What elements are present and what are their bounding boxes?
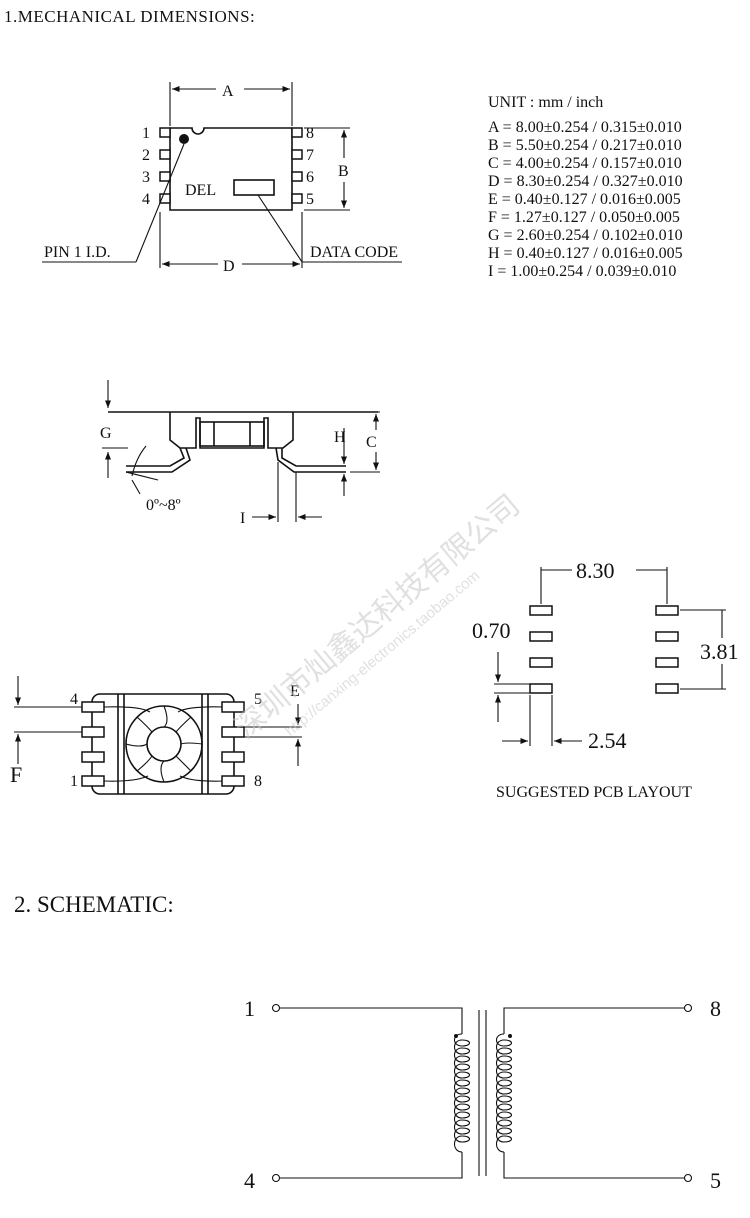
top-pin-label: 3: [142, 169, 150, 186]
dim-h-label: H: [334, 429, 346, 446]
polarity-dot-icon: [508, 1034, 512, 1038]
top-pin-label: 1: [142, 125, 150, 142]
pcb-layout: 8.30 3.81 0.70 2.54 SUGGESTED PCB LAYOUT: [472, 558, 739, 801]
top-pin-label: 5: [306, 191, 314, 208]
bottom-pin-4-label: 4: [70, 691, 78, 708]
angle-label: 0º~8º: [146, 497, 181, 514]
unit-row-a: A = 8.00±0.254 / 0.315±0.010: [488, 119, 682, 136]
bottom-pin-1-label: 1: [70, 773, 78, 790]
pcb-layout-caption: SUGGESTED PCB LAYOUT: [496, 784, 692, 801]
unit-row-c: C = 4.00±0.254 / 0.157±0.010: [488, 155, 682, 172]
pcb-span-label: 8.30: [576, 558, 615, 583]
side-view: G 0º~8º C H I: [100, 380, 380, 527]
top-pin-label: 2: [142, 147, 150, 164]
unit-row-i: I = 1.00±0.254 / 0.039±0.010: [488, 263, 676, 280]
schematic-pin-1: 1: [244, 996, 255, 1021]
top-pin-label: 7: [306, 147, 314, 164]
primary-coil-icon: [453, 1033, 471, 1153]
pin1-dot-icon: [179, 134, 189, 144]
unit-row-d: D = 8.30±0.254 / 0.327±0.010: [488, 173, 683, 190]
unit-row-f: F = 1.27±0.127 / 0.050±0.005: [488, 209, 680, 226]
top-view-right-pads: [291, 127, 303, 204]
bottom-view: 4 1 5 8 F E: [10, 676, 302, 795]
terminal-icon: [683, 1003, 693, 1013]
unit-row-e: E = 0.40±0.127 / 0.016±0.005: [488, 191, 681, 208]
unit-row-b: B = 5.50±0.254 / 0.217±0.010: [488, 137, 682, 154]
mechanical-dimensions-title: 1.MECHANICAL DIMENSIONS:: [4, 7, 255, 26]
data-code-label: DATA CODE: [310, 244, 398, 261]
pcb-pad-height-label: 0.70: [472, 618, 511, 643]
data-code-box: [233, 179, 275, 196]
unit-header: UNIT : mm / inch: [488, 94, 603, 111]
dim-c-label: C: [366, 434, 377, 451]
schematic: 1 4 8 5: [244, 996, 721, 1193]
top-pin-label: 6: [306, 169, 314, 186]
terminal-icon: [271, 1003, 281, 1013]
toroid-winding-icon: [125, 705, 203, 783]
secondary-coil-icon: [495, 1033, 513, 1153]
schematic-title: 2. SCHEMATIC:: [14, 892, 174, 917]
dim-i-label: I: [240, 510, 245, 527]
terminal-icon: [683, 1173, 693, 1183]
dim-b-label: B: [338, 163, 349, 180]
pcb-pad-width-label: 2.54: [588, 728, 627, 753]
part-marking: DEL: [185, 182, 216, 199]
top-pin-label: 8: [306, 125, 314, 142]
unit-row-g: G = 2.60±0.254 / 0.102±0.010: [488, 227, 683, 244]
unit-table: UNIT : mm / inch A = 8.00±0.254 / 0.315±…: [488, 94, 683, 280]
dim-a-label: A: [222, 83, 234, 100]
dim-g-label: G: [100, 425, 112, 442]
unit-row-h: H = 0.40±0.127 / 0.016±0.005: [488, 245, 683, 262]
schematic-pin-5: 5: [710, 1168, 721, 1193]
schematic-pin-8: 8: [710, 996, 721, 1021]
top-pin-label: 4: [142, 191, 150, 208]
dim-d-label: D: [223, 258, 235, 275]
dim-f-label: F: [10, 762, 22, 787]
top-view: 1 2 3 4 8 7 6 5 DEL A B D PIN 1 I.D.: [42, 82, 402, 275]
schematic-pin-4: 4: [244, 1168, 255, 1193]
bottom-pin-8-label: 8: [254, 773, 262, 790]
top-view-left-pads: [159, 127, 171, 204]
terminal-icon: [271, 1173, 281, 1183]
pin1-id-label: PIN 1 I.D.: [44, 244, 111, 261]
dim-e-label: E: [290, 683, 300, 700]
pcb-pitch-label: 3.81: [700, 639, 739, 664]
bottom-pin-5-label: 5: [254, 691, 262, 708]
